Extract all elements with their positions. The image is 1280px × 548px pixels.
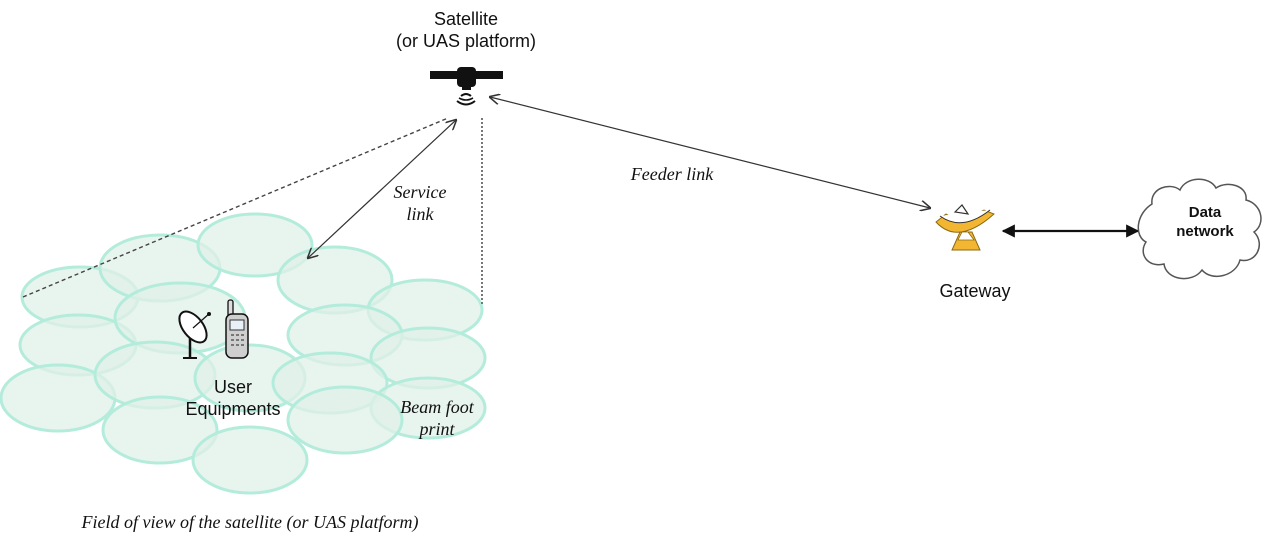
beam-footprint-cell	[101, 395, 219, 465]
gateway-dish-icon	[935, 204, 995, 251]
service-link-label-line1: Service	[393, 182, 447, 202]
feeder-link-label: Feeder link	[630, 164, 714, 184]
data-network-label-line1: Data	[1188, 204, 1222, 221]
field-of-view-caption: Field of view of the satellite (or UAS p…	[81, 512, 419, 532]
beam-footprint-label-line1: Beam foot	[400, 397, 474, 417]
cloud-icon	[1137, 178, 1262, 280]
beam-footprint-cell	[286, 385, 404, 455]
gateway-label: Gateway	[939, 281, 1011, 301]
feeder-link-arrow	[490, 97, 930, 208]
satellite-label-line1: Satellite	[433, 9, 499, 29]
dish-antenna-icon	[178, 310, 211, 359]
user-equipment-label-line2: Equipments	[185, 399, 281, 419]
data-network-label-line2: network	[1176, 223, 1234, 240]
beam-footprint-cell	[191, 425, 309, 495]
service-link-label-line2: link	[406, 204, 434, 224]
satellite-label-line2: (or UAS platform)	[395, 31, 537, 51]
mobile-phone-icon	[225, 299, 249, 359]
beam-footprint-label-line2: print	[419, 419, 455, 439]
satellite-icon	[430, 67, 503, 106]
service-link-arrow	[308, 120, 456, 258]
user-equipment-label-line1: User	[213, 377, 252, 397]
beam-footprints	[0, 212, 487, 495]
